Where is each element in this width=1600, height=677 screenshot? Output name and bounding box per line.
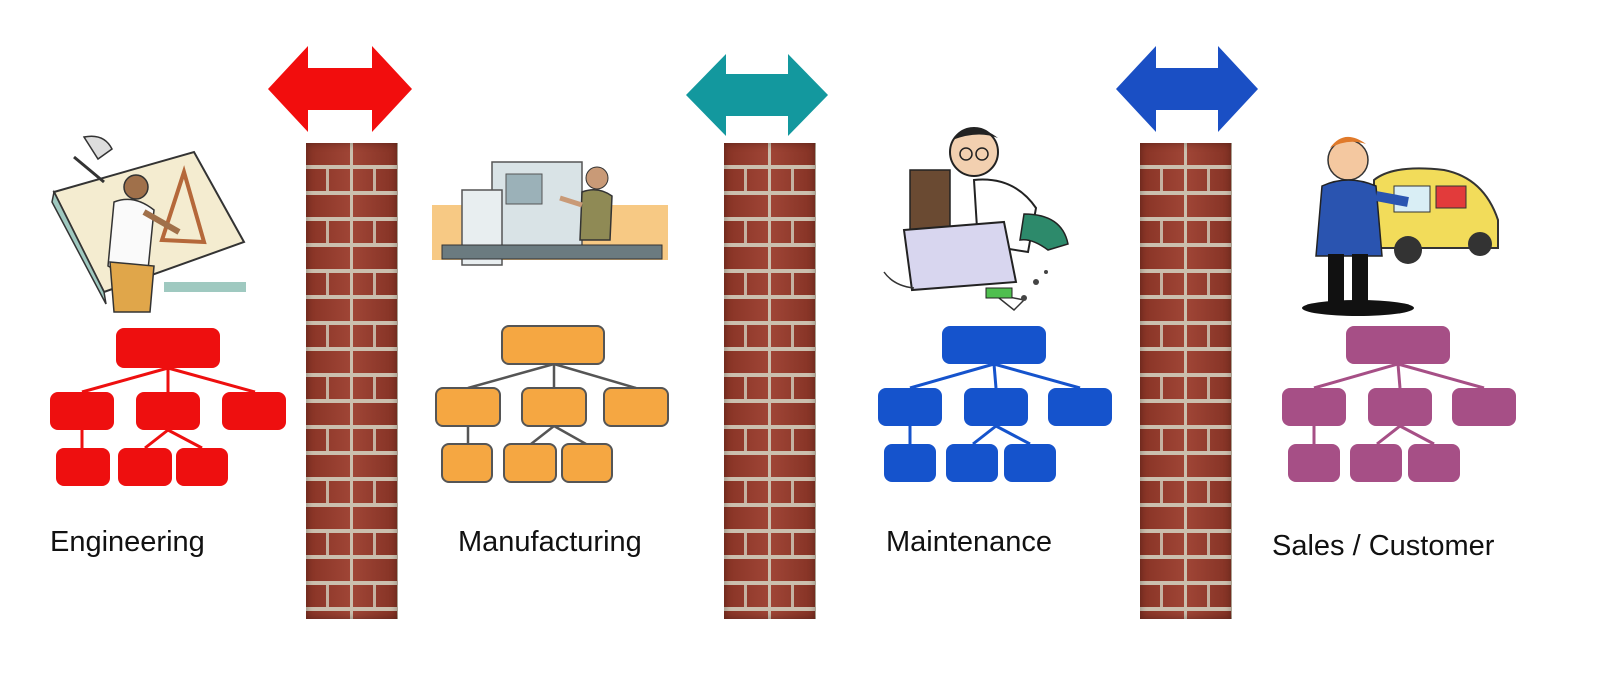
org-chart-sales-customer [1282,326,1516,482]
brick-wall-1 [306,143,398,619]
salesman-car-illustration [1302,136,1499,316]
repair-technician-illustration [883,127,1069,312]
double-arrow-icon [1116,46,1258,132]
department-label-sales-customer: Sales / Customer [1272,530,1495,562]
brick-wall-2 [724,143,816,619]
org-chart-maintenance [878,326,1112,482]
double-arrow-icon [686,54,828,136]
drafting-engineer-illustration [51,135,246,313]
department-label-manufacturing: Manufacturing [458,526,642,558]
department-label-maintenance: Maintenance [886,526,1053,558]
org-chart-manufacturing [435,325,669,483]
factory-worker-illustration [432,161,668,266]
org-chart-engineering [50,328,286,486]
department-label-engineering: Engineering [50,526,205,558]
double-arrow-icon [268,46,412,132]
brick-wall-3 [1140,143,1232,619]
